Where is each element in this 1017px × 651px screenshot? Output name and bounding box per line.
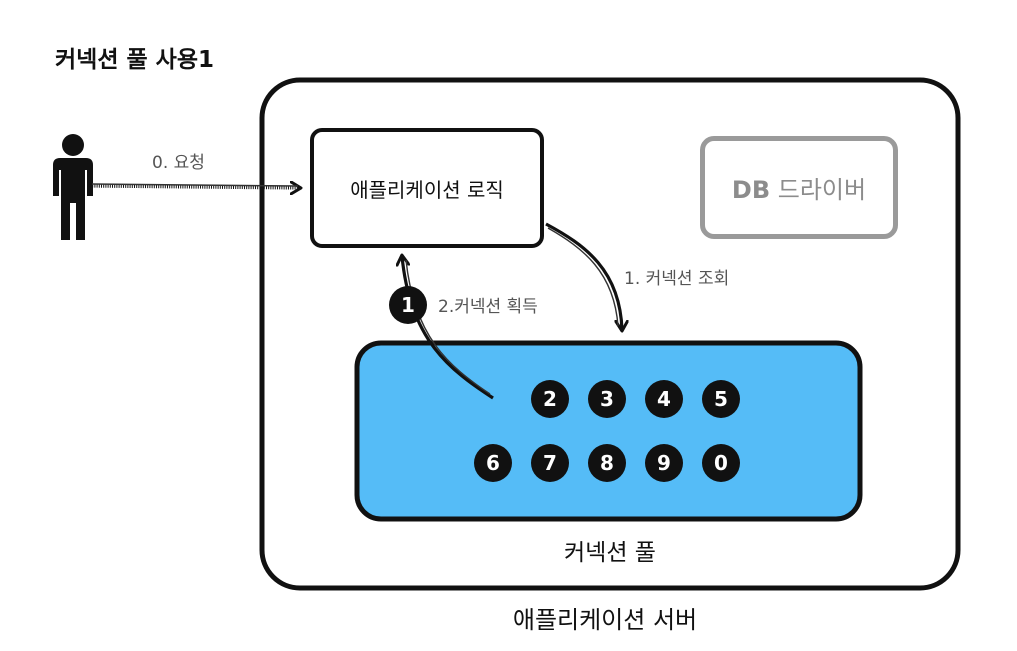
connection-2: 2 — [531, 380, 569, 418]
connection-0: 0 — [702, 444, 740, 482]
application-logic-label: 애플리케이션 로직 — [350, 177, 504, 202]
user-icon — [53, 134, 93, 240]
step-request-label: 0. 요청 — [152, 153, 205, 173]
step-acquire-label: 2.커넥션 획득 — [438, 297, 538, 317]
connection-pool-box — [354, 340, 863, 522]
request-arrow — [89, 184, 300, 188]
connection-9: 9 — [645, 444, 683, 482]
application-logic-box: 애플리케이션 로직 — [310, 128, 544, 248]
connection-7: 7 — [531, 444, 569, 482]
step-lookup-label: 1. 커넥션 조회 — [624, 269, 730, 289]
acquire-arrow — [402, 256, 494, 400]
connection-4: 4 — [645, 380, 683, 418]
connection-5: 5 — [702, 380, 740, 418]
acquired-connection-badge: 1 — [389, 286, 427, 324]
db-driver-label: DB 드라이버 — [732, 170, 866, 205]
connection-8: 8 — [588, 444, 626, 482]
connection-pool-label: 커넥션 풀 — [564, 540, 656, 566]
db-driver-prefix: DB — [731, 176, 771, 204]
connection-6: 6 — [474, 444, 512, 482]
db-driver-box: DB 드라이버 — [700, 136, 898, 239]
application-server-label: 애플리케이션 서버 — [512, 606, 698, 634]
db-driver-text: 드라이버 — [777, 176, 867, 204]
connection-3: 3 — [588, 380, 626, 418]
lookup-arrow — [545, 222, 622, 330]
page-title: 커넥션 풀 사용1 — [55, 47, 214, 73]
